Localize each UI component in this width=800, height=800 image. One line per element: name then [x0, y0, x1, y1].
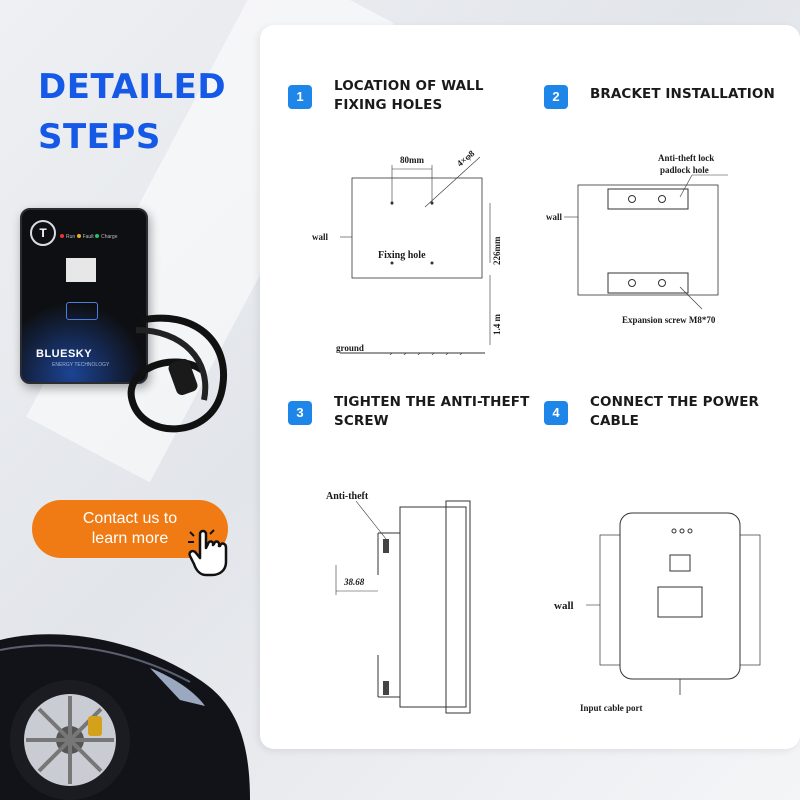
step-2-title: BRACKET INSTALLATION	[590, 85, 775, 104]
step-2-badge: 2	[544, 85, 568, 109]
headline-line-1: DETAILED	[38, 67, 227, 107]
charger-status-leds: Run Fault Charge	[60, 234, 118, 240]
holes-label: 4×φ8	[455, 148, 477, 169]
rfid-card-icon	[66, 302, 98, 320]
charger-glow	[22, 302, 146, 382]
height-label: 226mm	[492, 236, 502, 265]
contact-button-line-1: Contact us to	[82, 510, 178, 527]
bracket-installation-diagram: Anti-theft lock padlock hole wall Expans…	[546, 153, 728, 325]
step-4-title-line-2: CABLE	[590, 413, 639, 429]
step-3-title: TIGHTEN THE ANTI-THEFT SCREW	[334, 393, 529, 431]
charging-cable-icon	[127, 314, 227, 433]
step-2-title-line-1: BRACKET INSTALLATION	[590, 86, 775, 102]
charge-led-icon	[95, 234, 100, 238]
step-4-wall-label: wall	[554, 600, 574, 612]
step-1-badge: 1	[288, 85, 312, 109]
charger-screen	[66, 258, 96, 282]
power-cable-diagram: wall Input cable port	[554, 512, 761, 713]
spacing-label: 80mm	[400, 155, 424, 165]
contact-us-button[interactable]: Contact us to learn more	[32, 500, 228, 558]
led-label-fault: Fault	[82, 234, 94, 240]
step-4-badge: 4	[544, 401, 568, 425]
contact-button-line-2: learn more	[91, 530, 169, 547]
step-4-title: CONNECT THE POWER CABLE	[590, 393, 759, 431]
headline: DETAILED STEPS	[38, 62, 226, 162]
charger-tagline: ENERGY TECHNOLOGY	[52, 362, 110, 368]
charger-brand: BLUESKY	[36, 348, 93, 360]
wall-fixing-holes-diagram: 80mm 4×φ8 wall Fixing hole 226mm 1.4 m g…	[312, 148, 502, 355]
ground-height-label: 1.4 m	[492, 314, 502, 336]
fault-led-icon	[76, 234, 81, 238]
step-1-title-line-1: LOCATION OF WALL	[334, 78, 484, 94]
step-2-wall-label: wall	[546, 212, 563, 222]
step-1-title: LOCATION OF WALL FIXING HOLES	[334, 77, 484, 115]
bluesky-logo-icon: T	[30, 220, 56, 246]
step-4-title-line-1: CONNECT THE POWER	[590, 394, 760, 410]
anti-theft-screw-diagram: Anti-theft 38.68	[326, 491, 471, 714]
step-1-title-line-2: FIXING HOLES	[334, 97, 443, 113]
steps-panel: 1 LOCATION OF WALL FIXING HOLES 80mm 4×φ…	[260, 25, 800, 749]
step-3-title-line-2: SCREW	[334, 413, 389, 429]
step-3-title-line-1: TIGHTEN THE ANTI-THEFT	[334, 394, 530, 410]
led-label-charge: Charge	[101, 234, 118, 240]
step-3-badge: 3	[288, 401, 312, 425]
fixing-hole-label: Fixing hole	[378, 250, 426, 261]
lock-label-line-1: Anti-theft lock	[658, 153, 714, 163]
step-1-wall-label: wall	[312, 232, 329, 242]
input-cable-port-label: Input cable port	[580, 703, 643, 713]
run-led-icon	[60, 234, 64, 238]
expansion-screw-label: Expansion screw M8*70	[622, 315, 716, 325]
ev-charger-image: T Run Fault Charge BLUESKY ENERGY TECHNO…	[20, 208, 148, 384]
headline-line-2: STEPS	[38, 117, 161, 157]
anti-theft-label: Anti-theft	[326, 491, 369, 502]
ground-label: ground	[336, 343, 364, 353]
led-label-run: Run	[66, 234, 76, 240]
lock-label-line-2: padlock hole	[660, 165, 709, 175]
dimension-label: 38.68	[343, 577, 365, 587]
electric-car-image	[0, 634, 250, 800]
pointing-hand-icon	[188, 529, 228, 577]
